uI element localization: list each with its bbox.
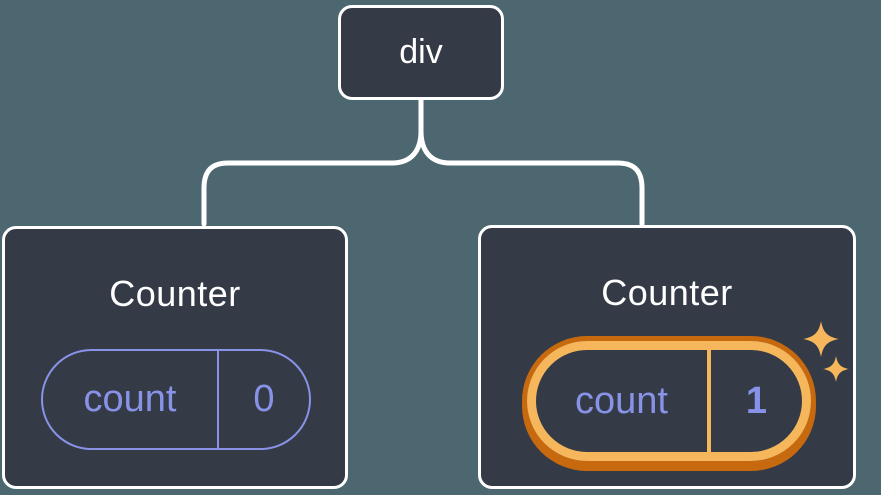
sparkle-icon-small <box>823 356 849 382</box>
counter-card-right: Counter count 1 <box>478 225 856 489</box>
connector-branch-left <box>201 97 424 227</box>
counter-title: Counter <box>601 272 733 313</box>
state-value: 1 <box>707 350 802 452</box>
tree-node-div-label: div <box>399 33 443 71</box>
counter-card-left: Counter count 0 <box>2 226 348 489</box>
state-pill: count 0 <box>41 349 311 450</box>
sparkle-icon-large <box>803 321 839 357</box>
state-value: 0 <box>217 351 309 448</box>
tree-node-div: div <box>338 5 504 100</box>
state-key-label: count <box>575 379 668 422</box>
state-key-label: count <box>83 378 177 420</box>
counter-title: Counter <box>109 273 241 314</box>
state-pill-highlighted: count 1 <box>527 341 811 461</box>
connector-branch-right <box>418 128 645 227</box>
